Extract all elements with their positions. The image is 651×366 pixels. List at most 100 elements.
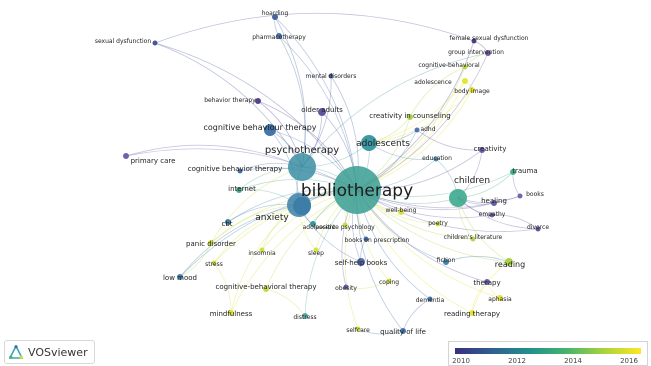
keyword-node-poetry[interactable] bbox=[435, 221, 441, 227]
keyword-node-positive-psychology[interactable] bbox=[342, 222, 348, 228]
keyword-label-panic-disorder[interactable]: panic disorder bbox=[186, 240, 236, 248]
keyword-label-therapy[interactable]: therapy bbox=[473, 279, 500, 287]
keyword-label-stress[interactable]: stress bbox=[205, 261, 223, 268]
keyword-node-aphasia[interactable] bbox=[497, 295, 503, 301]
keyword-node-self-help-books[interactable] bbox=[357, 258, 365, 266]
keyword-node-fiction[interactable] bbox=[443, 259, 449, 265]
keyword-label-positive-psychology[interactable]: positive psychology bbox=[315, 224, 375, 231]
keyword-node-female-sexual-dysfunction[interactable] bbox=[471, 38, 477, 44]
keyword-label-obesity[interactable]: obesity bbox=[335, 285, 357, 292]
keyword-label-pharmacotherapy[interactable]: pharmacotherapy bbox=[252, 34, 306, 41]
keyword-node-selfcare[interactable] bbox=[355, 326, 361, 332]
keyword-label-selfcare[interactable]: selfcare bbox=[346, 327, 370, 334]
keyword-label-adolescent[interactable]: adolescent bbox=[303, 224, 336, 231]
keyword-node-education[interactable] bbox=[433, 156, 439, 162]
keyword-node-cbt-small[interactable] bbox=[225, 219, 231, 225]
keyword-node-group-intervention[interactable] bbox=[485, 50, 491, 56]
keyword-node-low-mood[interactable] bbox=[177, 274, 183, 280]
keyword-label-cognitive-behavioral-therapy[interactable]: cognitive-behavioral therapy bbox=[215, 283, 316, 291]
keyword-label-fiction[interactable]: fiction bbox=[437, 257, 456, 264]
keyword-node-cbt[interactable] bbox=[264, 124, 276, 136]
keyword-label-adhd[interactable]: adhd bbox=[420, 126, 435, 133]
keyword-label-creativity[interactable]: creativity bbox=[474, 145, 507, 153]
keyword-node-dementia[interactable] bbox=[427, 296, 433, 302]
keyword-label-adolescents[interactable]: adolescents bbox=[356, 139, 410, 149]
keyword-label-cognitive-behavior-therapy[interactable]: cognitive behavior therapy bbox=[188, 165, 283, 173]
keyword-node-creativity-in-counseling[interactable] bbox=[407, 114, 413, 120]
keyword-node-psychotherapy[interactable] bbox=[288, 153, 316, 181]
keyword-node-mental-disorders[interactable] bbox=[328, 73, 334, 79]
keyword-label-cbt-small[interactable]: cbt bbox=[221, 220, 232, 228]
keyword-label-creativity-in-counseling[interactable]: creativity in counseling bbox=[369, 112, 450, 120]
keyword-label-healing[interactable]: healing bbox=[481, 197, 507, 205]
keyword-node-cognitive-behavioral-therapy[interactable] bbox=[263, 286, 269, 292]
keyword-label-sleep[interactable]: sleep bbox=[308, 250, 324, 257]
keyword-label-female-sexual-dysfunction[interactable]: female sexual dysfunction bbox=[450, 35, 529, 42]
keyword-node-stress[interactable] bbox=[211, 260, 217, 266]
keyword-label-insomnia[interactable]: insomnia bbox=[248, 250, 276, 257]
keyword-label-dementia[interactable]: dementia bbox=[416, 297, 445, 304]
keyword-node-coping[interactable] bbox=[386, 278, 392, 284]
keyword-node-creativity[interactable] bbox=[479, 147, 485, 153]
keyword-node-well-being[interactable] bbox=[398, 209, 404, 215]
keyword-label-children[interactable]: children bbox=[454, 176, 490, 186]
keyword-label-divorce[interactable]: divorce bbox=[527, 224, 549, 231]
keyword-label-bibliotherapy[interactable]: bibliotherapy bbox=[301, 181, 413, 201]
keyword-label-well-being[interactable]: well-being bbox=[386, 207, 417, 214]
keyword-label-sexual-dysfunction[interactable]: sexual dysfunction bbox=[95, 38, 152, 45]
keyword-label-education[interactable]: education bbox=[422, 155, 452, 162]
keyword-node-trauma[interactable] bbox=[510, 169, 516, 175]
keyword-label-quality-of-life[interactable]: quality of life bbox=[380, 328, 426, 336]
keyword-node-anxiety[interactable] bbox=[287, 193, 311, 217]
keyword-node-pharmacotherapy[interactable] bbox=[276, 33, 282, 39]
keyword-label-distress[interactable]: distress bbox=[293, 314, 316, 321]
keyword-label-aphasia[interactable]: aphasia bbox=[488, 296, 512, 303]
keyword-label-poetry[interactable]: poetry bbox=[428, 220, 448, 227]
keyword-node-adolescence[interactable] bbox=[462, 78, 468, 84]
keyword-node-cognitive-behavioral[interactable] bbox=[462, 64, 468, 70]
keyword-node-bibliotherapy[interactable] bbox=[333, 166, 381, 214]
keyword-label-group-intervention[interactable]: group intervention bbox=[448, 49, 504, 56]
keyword-node-adhd[interactable] bbox=[414, 127, 420, 133]
keyword-node-distress[interactable] bbox=[302, 313, 308, 319]
keyword-label-empathy[interactable]: empathy bbox=[479, 211, 506, 218]
keyword-node-healing[interactable] bbox=[491, 200, 497, 206]
keyword-node-cognitive-behavior-therapy[interactable] bbox=[237, 168, 243, 174]
keyword-node-body-image[interactable] bbox=[469, 87, 475, 93]
keyword-node-behavior-therapy[interactable] bbox=[255, 98, 261, 104]
keyword-label-primary-care[interactable]: primary care bbox=[131, 157, 176, 165]
keyword-label-low-mood[interactable]: low mood bbox=[163, 274, 197, 282]
keyword-node-adolescent[interactable] bbox=[310, 221, 316, 227]
keyword-node-insomnia[interactable] bbox=[259, 247, 265, 253]
keyword-node-primary-care[interactable] bbox=[123, 153, 129, 159]
keyword-node-reading-therapy[interactable] bbox=[469, 310, 475, 316]
keyword-node-adolescents[interactable] bbox=[361, 135, 377, 151]
keyword-node-empathy[interactable] bbox=[489, 212, 495, 218]
keyword-label-books[interactable]: books bbox=[526, 191, 544, 198]
keyword-node-reading[interactable] bbox=[505, 258, 513, 266]
keyword-label-cbt[interactable]: cognitive behaviour therapy bbox=[203, 123, 316, 132]
keyword-node-older-adults[interactable] bbox=[318, 108, 326, 116]
keyword-node-childrens-literature[interactable] bbox=[470, 236, 476, 242]
keyword-label-mental-disorders[interactable]: mental disorders bbox=[306, 73, 357, 80]
keyword-node-hoarding[interactable] bbox=[272, 14, 278, 20]
keyword-node-quality-of-life[interactable] bbox=[400, 328, 406, 334]
keyword-label-internet[interactable]: internet bbox=[228, 185, 256, 193]
keyword-node-books[interactable] bbox=[517, 193, 523, 199]
keyword-node-children[interactable] bbox=[449, 189, 467, 207]
keyword-node-books-on-prescription[interactable] bbox=[363, 236, 369, 242]
keyword-label-older-adults[interactable]: older adults bbox=[301, 106, 343, 114]
keyword-label-childrens-literature[interactable]: children's literature bbox=[444, 234, 503, 241]
keyword-node-therapy[interactable] bbox=[484, 279, 490, 285]
keyword-node-internet[interactable] bbox=[236, 187, 242, 193]
keyword-label-cognitive-behavioral[interactable]: cognitive-behavioral bbox=[418, 62, 480, 69]
keyword-node-panic-disorder[interactable] bbox=[208, 240, 214, 246]
keyword-label-reading[interactable]: reading bbox=[495, 260, 525, 269]
keyword-label-psychotherapy[interactable]: psychotherapy bbox=[265, 145, 339, 156]
keyword-node-divorce[interactable] bbox=[535, 226, 541, 232]
keyword-label-reading-therapy[interactable]: reading therapy bbox=[444, 310, 500, 318]
keyword-label-self-help-books[interactable]: self-help books bbox=[335, 259, 388, 267]
keyword-label-anxiety[interactable]: anxiety bbox=[255, 213, 289, 223]
keyword-node-sexual-dysfunction[interactable] bbox=[152, 40, 158, 46]
